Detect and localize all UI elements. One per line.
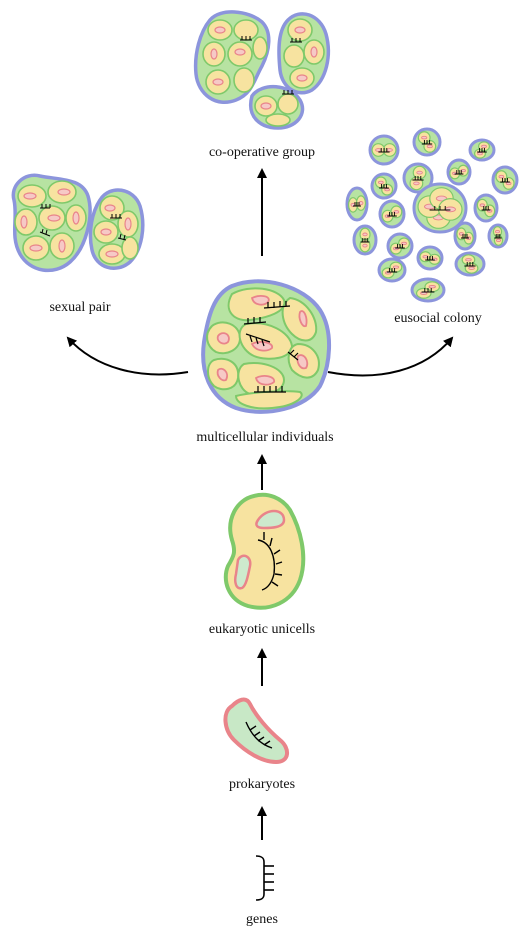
colony-organism (470, 140, 494, 160)
colony-organism (456, 253, 484, 275)
colony-organism (372, 174, 396, 198)
label-prokaryotes: prokaryotes (229, 777, 295, 793)
colony-organism (418, 247, 442, 269)
colony-organism (455, 223, 475, 249)
cooperative-group-icon (196, 12, 329, 128)
colony-organism (475, 195, 497, 221)
label-genes: genes (246, 912, 278, 928)
label-sexual-pair: sexual pair (49, 300, 110, 316)
colony-organism (489, 225, 507, 247)
colony-organism (347, 188, 367, 220)
gene-comb-icon (256, 856, 274, 900)
multicellular-organism-icon (203, 281, 329, 412)
colony-organism (379, 259, 405, 281)
label-multicellular-individuals: multicellular individuals (196, 430, 333, 446)
prokaryote-cell-icon (225, 700, 287, 762)
arrow-multicellular-to-sexual-pair (68, 338, 188, 374)
eukaryotic-cell-icon (226, 495, 303, 608)
eusocial-colony-icon (347, 129, 517, 301)
colony-organism (493, 167, 517, 193)
sexual-pair-icon (13, 175, 142, 270)
colony-organism (370, 136, 398, 164)
colony-organism (414, 129, 440, 155)
colony-organism (354, 226, 376, 254)
colony-organism (412, 279, 444, 301)
colony-organism (448, 160, 470, 184)
colony-organism (388, 234, 412, 258)
arrow-multicellular-to-eusocial-colony (328, 338, 452, 375)
label-eusocial-colony: eusocial colony (394, 311, 481, 327)
label-eukaryotic-unicells: eukaryotic unicells (209, 622, 315, 638)
colony-organism (380, 201, 404, 227)
label-cooperative-group: co-operative group (209, 145, 315, 161)
